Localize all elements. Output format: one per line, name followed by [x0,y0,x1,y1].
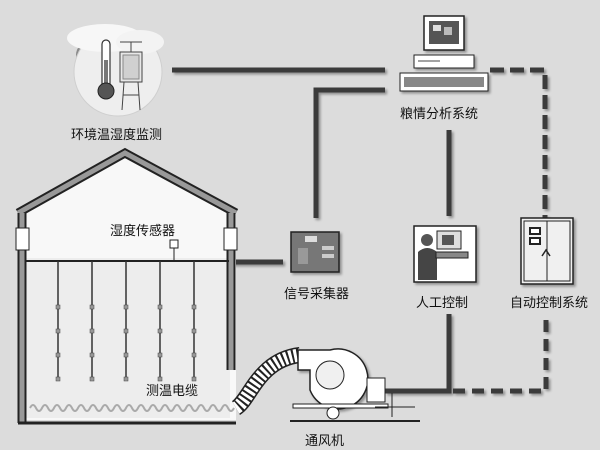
label-analysis-system: 粮情分析系统 [400,107,479,122]
sensor-node [89,376,95,382]
sensor-node [191,352,197,358]
sensor-node [157,304,163,310]
label-auto-control: 自动控制系统 [510,296,589,311]
sensor-node [157,328,163,334]
label-manual-control: 人工控制 [416,296,469,311]
sensor-node [55,352,61,358]
sensor-node [123,352,129,358]
manual-control-icon [413,225,477,283]
label-humidity-sensor: 湿度传感器 [110,224,176,239]
vent-left-icon [15,227,30,251]
sensor-node [191,328,197,334]
ventilator-icon [230,347,420,422]
temperature-cables [55,261,197,382]
sensor-node [55,304,61,310]
line-collector-to-analysis [313,87,385,218]
sensor-node [89,352,95,358]
vent-right-icon [223,227,238,251]
line-auto-to-fan-dashed [453,314,549,394]
signal-collector-icon [290,231,340,273]
silo [15,147,239,425]
line-manual-to-fan [385,314,452,394]
sensor-node [191,376,197,382]
sensor-node [55,328,61,334]
computer-icon [399,15,489,92]
sensor-node [191,304,197,310]
humidity-sensor-icon [169,239,179,249]
sensor-node [123,328,129,334]
sensor-node [157,376,163,382]
sensor-node [123,376,129,382]
sensor-node [55,376,61,382]
sensor-node [89,328,95,334]
label-env-monitor: 环境温湿度监测 [71,128,163,143]
label-signal-collector: 信号采集器 [284,287,350,302]
label-ventilator: 通风机 [305,434,345,449]
label-temp-cable: 测温电缆 [146,384,199,399]
sensor-node [157,352,163,358]
auto-control-cabinet-icon [520,217,574,285]
aeration-duct-wave [29,404,235,412]
env-monitor-icon [67,24,164,117]
sensor-node [89,304,95,310]
sensor-node [123,304,129,310]
line-analysis-to-auto-dashed [490,67,548,218]
